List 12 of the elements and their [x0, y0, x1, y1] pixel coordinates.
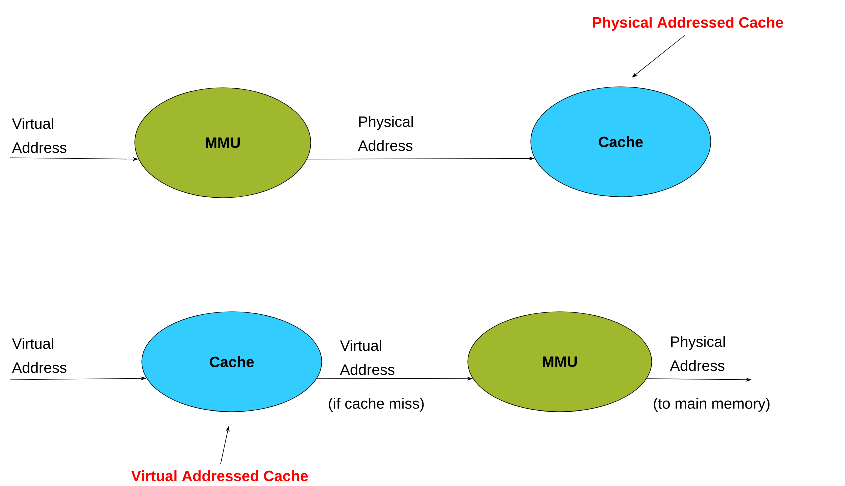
edge-label: Virtual Address	[340, 340, 395, 376]
label: (if cache miss)	[329, 398, 424, 412]
heading: Physical Addressed Cache	[593, 17, 784, 31]
edge-label: Virtual Address	[12, 118, 67, 154]
heading: Virtual Addressed Cache	[131, 470, 308, 482]
ellipse-node: Cache	[142, 312, 322, 412]
ellipse-node: MMU	[468, 312, 652, 412]
ellipse-node: Cache	[530, 86, 712, 198]
edge-label: Physical Address	[670, 336, 726, 372]
edge-label: Virtual Address	[12, 338, 67, 374]
edge-label: Physical Address	[358, 116, 414, 152]
ellipse-node: MMU	[134, 88, 312, 198]
